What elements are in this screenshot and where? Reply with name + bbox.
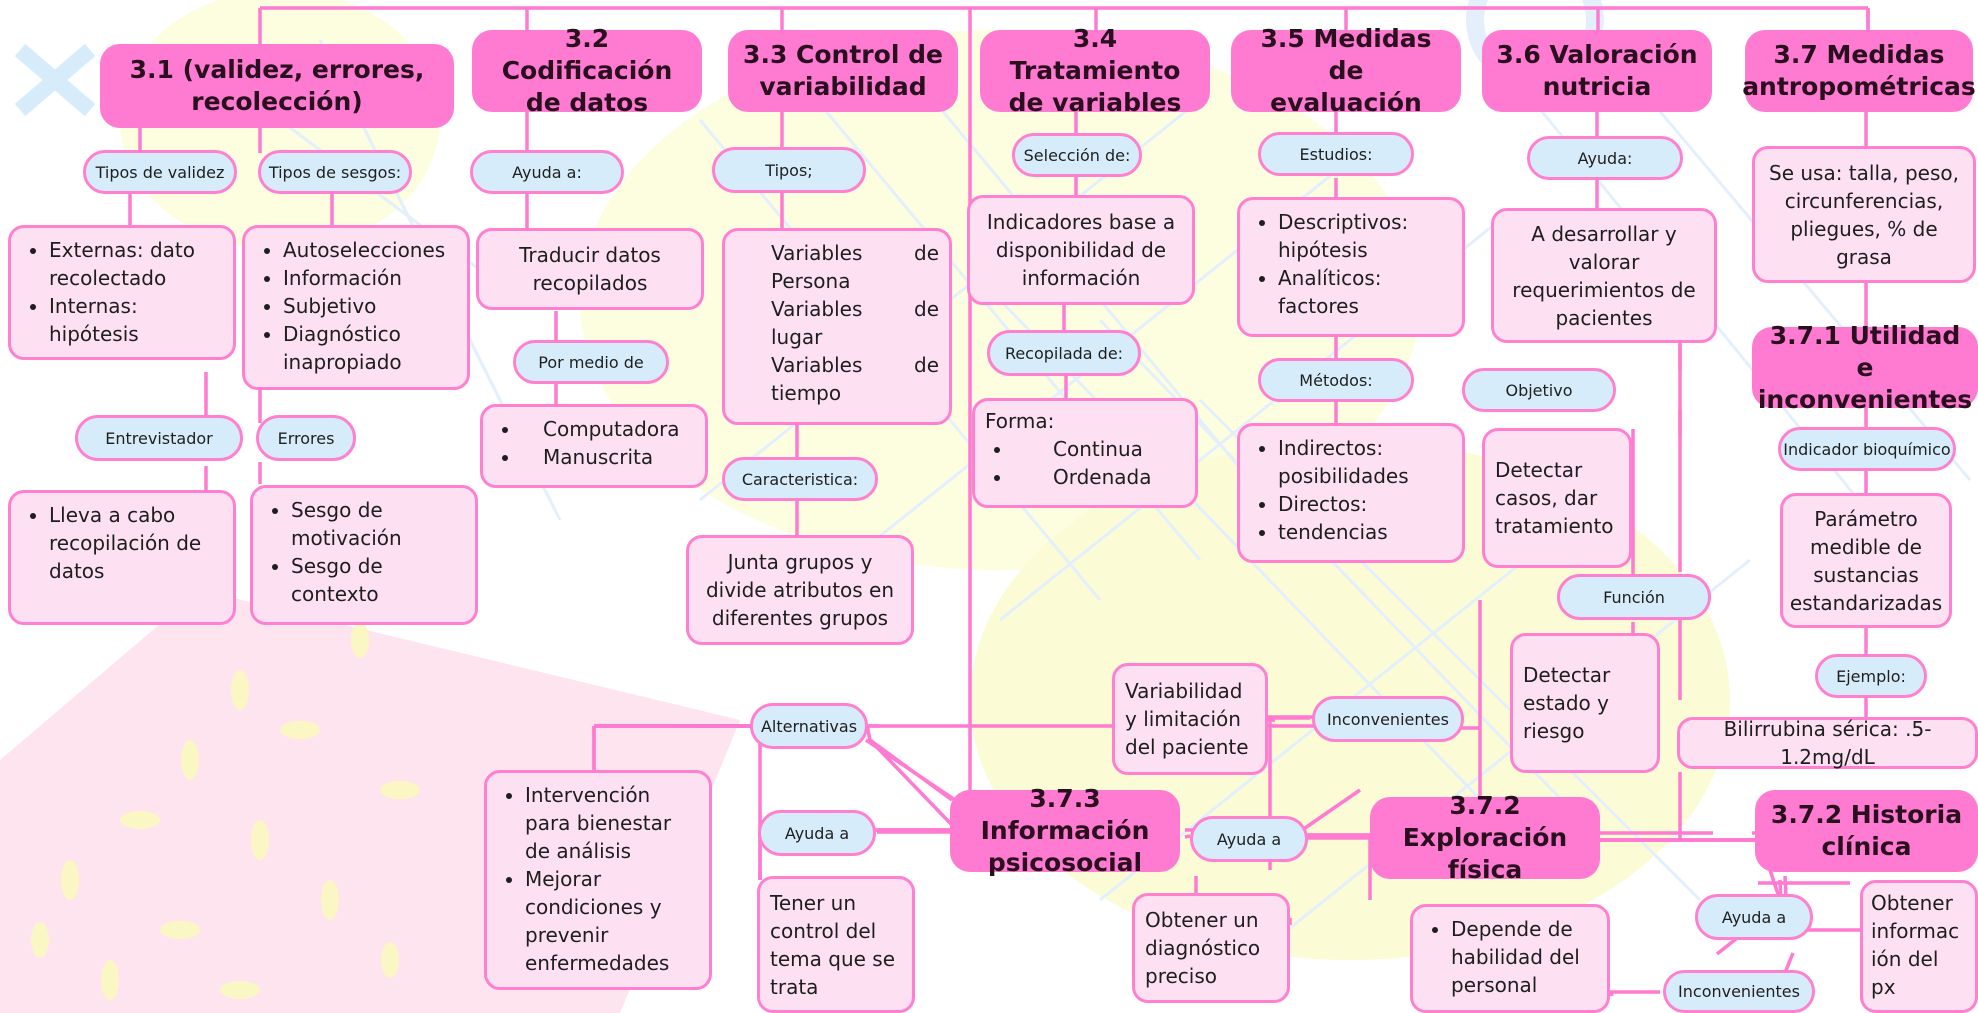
pill-ayuda-372: Ayuda a — [1190, 816, 1308, 862]
list-item: Externas: dato recolectado — [49, 236, 223, 292]
box-metodos-list: Indirectos: posibilidadesDirectos:tenden… — [1237, 423, 1465, 563]
box-traducir: Traducir datos recopilados — [476, 228, 704, 310]
box-obtener-info: Obtener informac ión del px — [1860, 880, 1978, 1013]
box-entrevistador-list: Lleva a cabo recopilación de datos — [8, 490, 236, 625]
box-se-usa: Se usa: talla, peso, circunferencias, pl… — [1752, 146, 1976, 283]
box-tener-control: Tener un control del tema que se trata — [757, 876, 915, 1013]
list-item: tendencias — [1278, 518, 1452, 546]
box-junta: Junta grupos y divide atributos en difer… — [686, 535, 914, 645]
pill-caracteristica: Caracteristica: — [722, 457, 878, 501]
pill-seleccion: Selección de: — [1012, 133, 1142, 177]
list-item: Depende de habilidad del personal — [1451, 915, 1597, 999]
pill-recopilada: Recopilada de: — [987, 330, 1141, 376]
box-medio-list: ComputadoraManuscrita — [480, 404, 708, 488]
pill-entrevistador: Entrevistador — [75, 415, 243, 461]
pill-indicador: Indicador bioquímico — [1778, 427, 1956, 471]
box-variabilidad: Variabilidad y limitación del paciente — [1112, 663, 1268, 775]
box-parametro: Parámetro medible de sustancias estandar… — [1780, 493, 1952, 628]
pill-errores: Errores — [256, 415, 356, 461]
list-item: Continua — [1013, 435, 1185, 463]
pill-metodos: Métodos: — [1258, 358, 1414, 402]
list-item: Mejorar condiciones y prevenir enfermeda… — [525, 865, 699, 977]
x-decor — [14, 43, 96, 117]
pill-por-medio: Por medio de — [513, 340, 669, 384]
list-item: Sesgo de motivación — [291, 496, 465, 552]
pill-inconvenientes-372: Inconvenientes — [1312, 696, 1464, 742]
list-item: Información — [283, 264, 457, 292]
pill-ejemplo: Ejemplo: — [1815, 654, 1927, 698]
list-item: Sesgo de contexto — [291, 552, 465, 608]
pill-tipos-sesgos: Tipos de sesgos: — [258, 150, 412, 194]
box-sesgos-list: AutoseleccionesInformaciónSubjetivoDiagn… — [242, 225, 470, 390]
box-indicadores: Indicadores base a disponibilidad de inf… — [967, 195, 1195, 305]
box-validez-list: Externas: dato recolectadoInternas: hipó… — [8, 225, 236, 360]
pill-ayuda-hc: Ayuda a — [1695, 894, 1813, 940]
box-errores-list: Sesgo de motivaciónSesgo de contexto — [250, 485, 478, 625]
list-item: Directos: — [1278, 490, 1452, 518]
pill-tipos-33: Tipos; — [712, 147, 866, 193]
box-desarrollar: A desarrollar y valorar requerimientos d… — [1491, 208, 1717, 343]
box-alternativas-list: Intervención para bienestar de análisisM… — [484, 770, 712, 990]
pill-ayuda-a-32: Ayuda a: — [470, 150, 624, 194]
pill-ayuda-373: Ayuda a — [758, 810, 876, 856]
pill-estudios: Estudios: — [1258, 132, 1414, 176]
list-item: Lleva a cabo recopilación de datos — [49, 501, 223, 585]
pill-inconvenientes-hc: Inconvenientes — [1663, 970, 1815, 1013]
list-item: Analíticos: factores — [1278, 264, 1452, 320]
forma-label: Forma: — [985, 409, 1055, 433]
list-item: Autoselecciones — [283, 236, 457, 264]
list-item: Internas: hipótesis — [49, 292, 223, 348]
list-item: Computadora — [521, 415, 695, 443]
box-forma: Forma: ContinuaOrdenada — [972, 398, 1198, 508]
pill-funcion: Función — [1557, 574, 1711, 620]
list-item: Descriptivos: hipótesis — [1278, 208, 1452, 264]
header-3-1: 3.1 (validez, errores,recolección) — [100, 44, 454, 128]
box-detectar-estado: Detectar estado y riesgo — [1510, 633, 1660, 773]
list-item: Subjetivo — [283, 292, 457, 320]
list-item: Intervención para bienestar de análisis — [525, 781, 699, 865]
yellow-dots — [31, 622, 420, 1000]
pill-ayuda-36: Ayuda: — [1527, 136, 1683, 180]
list-item: Diagnóstico inapropiado — [283, 320, 457, 376]
pill-alternativas: Alternativas — [750, 703, 868, 749]
box-estudios-list: Descriptivos: hipótesisAnalíticos: facto… — [1237, 197, 1465, 337]
box-depende-list: Depende de habilidad del personal — [1410, 904, 1610, 1013]
list-item: Indirectos: posibilidades — [1278, 434, 1452, 490]
box-detectar-casos: Detectar casos, dar tratamiento — [1482, 428, 1632, 568]
box-obtener-diag: Obtener un diagnóstico preciso — [1132, 893, 1290, 1003]
list-item: Manuscrita — [521, 443, 695, 471]
box-bilirrubina: Bilirrubina sérica: .5-1.2mg/dL — [1677, 717, 1978, 769]
pill-tipos-validez: Tipos de validez — [83, 150, 237, 194]
list-item: Ordenada — [1013, 463, 1185, 491]
pill-objetivo: Objetivo — [1462, 368, 1616, 412]
